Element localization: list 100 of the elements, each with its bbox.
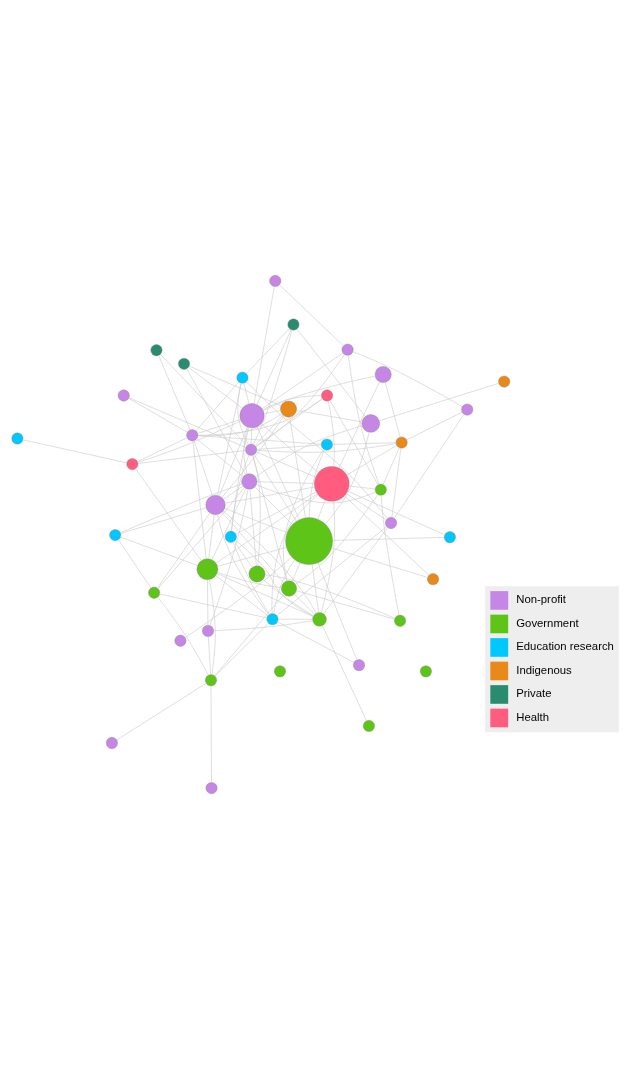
connector [224, 507, 288, 533]
node-circle [314, 465, 350, 502]
connector [256, 444, 322, 450]
connector [193, 440, 213, 496]
connector [327, 400, 335, 467]
node-circle [186, 428, 199, 441]
node-circle [353, 658, 365, 671]
connector [208, 513, 215, 559]
node-circle [374, 483, 387, 496]
connector [352, 350, 463, 407]
node-circle [196, 557, 219, 580]
connector [222, 510, 317, 614]
node-circle [321, 438, 333, 450]
legend-label: Non-profit [516, 592, 567, 605]
node-circle [281, 580, 297, 596]
node-circle [427, 572, 439, 585]
node-circle [248, 565, 266, 582]
node-circle [266, 612, 279, 625]
connector [209, 578, 216, 675]
connector [325, 431, 370, 524]
connector [211, 487, 247, 560]
connector [128, 397, 188, 433]
connector [196, 438, 244, 477]
connector [188, 366, 243, 408]
connector [321, 500, 335, 613]
connector [158, 354, 191, 430]
node-circle [361, 413, 380, 433]
connector [255, 425, 363, 477]
connector [406, 411, 463, 440]
connector [264, 574, 396, 619]
connector [262, 375, 376, 411]
connector [253, 285, 275, 404]
connector [254, 486, 293, 525]
connector [216, 572, 314, 617]
connector [223, 485, 244, 500]
connector [221, 511, 285, 583]
connector [118, 539, 152, 588]
connector [346, 444, 397, 475]
connector [246, 380, 388, 519]
connector [346, 492, 387, 520]
node-circle [202, 624, 214, 637]
connector [308, 448, 325, 518]
connector [255, 398, 323, 447]
connector [295, 493, 378, 584]
connector [332, 536, 445, 541]
connector [347, 490, 445, 535]
node-circle [374, 365, 392, 383]
connector [217, 546, 287, 567]
node-circle [109, 528, 122, 541]
connector [261, 422, 319, 473]
connector [338, 381, 380, 468]
connector [279, 284, 344, 346]
connector [197, 412, 282, 436]
node-circle [444, 530, 456, 543]
connector [213, 619, 313, 631]
connector [120, 483, 243, 533]
connector [217, 382, 242, 496]
connector [135, 468, 202, 561]
legend-label: Health [516, 710, 550, 723]
node-circle [236, 371, 249, 384]
connector [262, 394, 322, 410]
connector [137, 437, 188, 462]
connector [348, 354, 380, 485]
node-circle [269, 274, 282, 287]
connector [296, 409, 363, 422]
connector [159, 593, 268, 618]
connector [189, 365, 282, 406]
connector [215, 574, 269, 616]
connector [186, 368, 246, 475]
connector [235, 491, 317, 534]
connector [137, 449, 246, 464]
node-circle [239, 402, 265, 428]
connector [253, 453, 297, 521]
connector [224, 486, 315, 503]
node-circle [274, 665, 286, 677]
node-circle [174, 634, 187, 647]
connector [195, 381, 239, 431]
connector [256, 451, 316, 477]
connector [214, 593, 285, 676]
connector [331, 547, 428, 578]
connector [282, 448, 324, 581]
node-circle [150, 343, 163, 356]
connector [197, 418, 241, 434]
connector [277, 621, 355, 663]
connector [116, 682, 207, 740]
node-circle [205, 494, 226, 515]
connector [294, 593, 315, 615]
node-circle [106, 736, 118, 749]
node-circle [11, 432, 24, 444]
connector [22, 438, 127, 463]
node-circle [363, 719, 375, 732]
node-circle [126, 457, 139, 470]
node-circle [312, 611, 327, 626]
connector [391, 447, 402, 518]
connector [237, 382, 249, 445]
connector [246, 328, 290, 374]
connector [273, 558, 295, 614]
connector [348, 485, 376, 489]
node-circle [205, 673, 217, 686]
connector [263, 409, 281, 414]
